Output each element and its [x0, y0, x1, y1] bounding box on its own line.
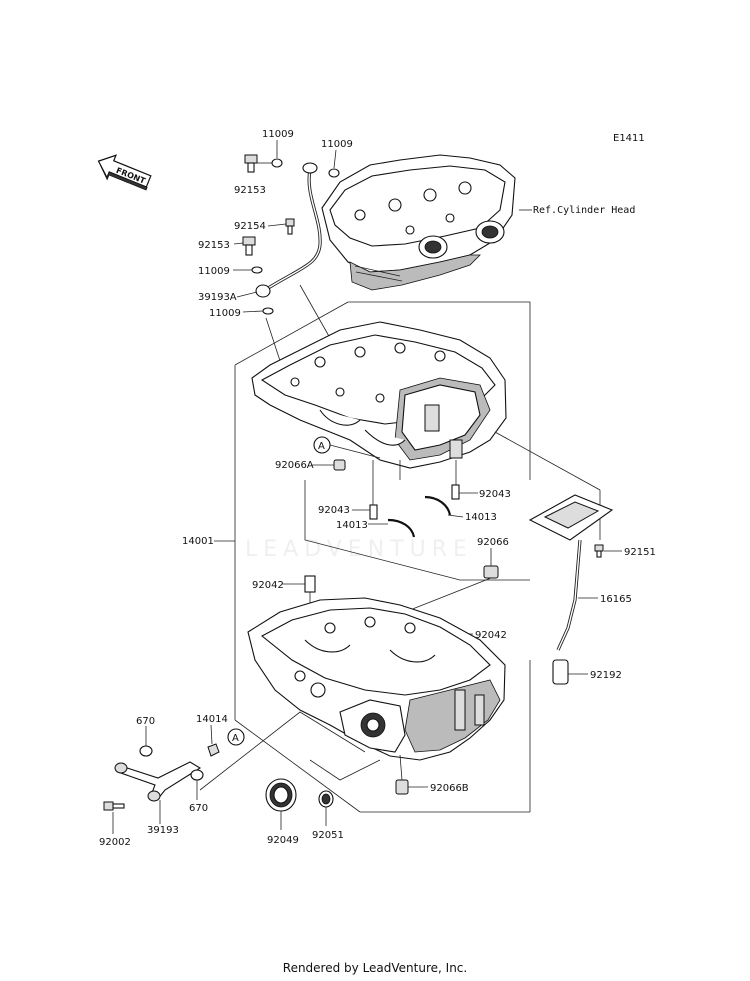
oring-670-top — [139, 745, 153, 757]
plug-92066B — [395, 779, 409, 795]
label-11009-top-a: 11009 — [262, 129, 294, 140]
lower-crankcase — [247, 597, 506, 761]
plug-92066 — [483, 565, 499, 579]
label-92043-right: 92043 — [479, 489, 511, 500]
upper-crankcase — [251, 321, 507, 469]
label-14013-left: 14013 — [336, 520, 368, 531]
front-arrow-icon: FRONT — [97, 154, 152, 191]
dowel-92043-left — [369, 504, 378, 520]
label-92153-top: 92153 — [234, 185, 266, 196]
washer-11009-low — [262, 307, 274, 315]
label-16165: 16165 — [600, 594, 632, 605]
oil-pipe — [255, 162, 322, 298]
label-670-low: 670 — [189, 803, 208, 814]
bolt-92151-icon — [594, 544, 604, 558]
oil-seal-92049 — [265, 778, 297, 812]
label-670-top: 670 — [136, 716, 155, 727]
bolt-92153-top-icon — [244, 154, 258, 173]
plug-14014 — [207, 743, 220, 757]
bolt-92002-icon — [103, 801, 125, 811]
callout-a-lower-letter: A — [232, 733, 239, 744]
label-92153-mid: 92153 — [198, 240, 230, 251]
label-92151: 92151 — [624, 547, 656, 558]
label-92049: 92049 — [267, 835, 299, 846]
oil-seal-92051 — [318, 790, 334, 808]
label-92051: 92051 — [312, 830, 344, 841]
oil-strainer — [528, 494, 614, 651]
callout-a-lower — [227, 728, 245, 746]
label-14014: 14014 — [196, 714, 228, 725]
label-92192: 92192 — [590, 670, 622, 681]
footer-credit: Rendered by LeadVenture, Inc. — [282, 961, 468, 975]
oring-670-low — [190, 769, 204, 781]
label-92154: 92154 — [234, 221, 266, 232]
dowel-92042-top — [304, 575, 316, 593]
washer-11009-mid — [251, 266, 263, 274]
label-92002: 92002 — [99, 837, 131, 848]
bearing-14013-left — [387, 518, 416, 538]
label-92042-right: 92042 — [475, 630, 507, 641]
label-39193: 39193 — [147, 825, 179, 836]
label-92066A: 92066A — [275, 460, 314, 471]
label-92043-left: 92043 — [318, 505, 350, 516]
plug-92066A — [333, 459, 346, 471]
washer-11009-top-b — [328, 168, 340, 178]
label-11009-top-b: 11009 — [321, 139, 353, 150]
label-11009-low: 11009 — [209, 308, 241, 319]
label-92066: 92066 — [477, 537, 509, 548]
watermark: LEADVENTURE — [245, 537, 473, 562]
cylinder-head-ref — [321, 154, 516, 291]
label-11009-mid: 11009 — [198, 266, 230, 277]
bolt-92154-icon — [285, 218, 295, 235]
label-14001: 14001 — [182, 536, 214, 547]
ref-cylinder-head: Ref.Cylinder Head — [533, 205, 635, 216]
oring-92192 — [552, 659, 569, 685]
diagram-code: E1411 — [613, 133, 645, 144]
bolt-92153-mid-icon — [242, 236, 256, 256]
bearing-14013-right — [424, 495, 452, 516]
label-92042-top: 92042 — [252, 580, 284, 591]
label-92066B: 92066B — [430, 783, 469, 794]
label-14013-right: 14013 — [465, 512, 497, 523]
washer-11009-top-a — [271, 158, 283, 168]
dowel-92043-right — [451, 484, 460, 500]
label-39193A: 39193A — [198, 292, 237, 303]
callout-a-upper-letter: A — [318, 441, 325, 452]
shift-linkage-39193 — [114, 761, 202, 802]
